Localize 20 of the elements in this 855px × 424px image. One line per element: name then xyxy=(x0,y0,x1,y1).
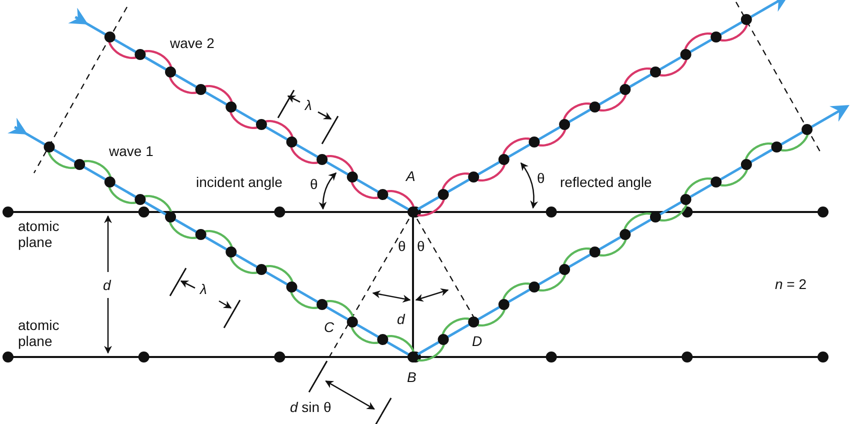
label-text: D xyxy=(472,333,482,349)
label-text: n = 2 xyxy=(775,276,807,292)
label-text: B xyxy=(407,369,416,385)
label-text: C xyxy=(324,319,334,335)
label-text: λ xyxy=(200,281,207,297)
label-text: θ xyxy=(398,238,406,254)
label-text: atomic plane xyxy=(18,218,60,250)
label-text: d xyxy=(103,277,111,293)
label-text: wave 2 xyxy=(170,35,214,51)
label-text: reflected angle xyxy=(560,174,652,190)
label-text: θ xyxy=(417,238,425,254)
label-text: d xyxy=(397,311,405,327)
label-text: incident angle xyxy=(196,174,282,190)
label-text: λ xyxy=(305,97,312,113)
label-text: atomic plane xyxy=(18,317,60,349)
label-text: wave 1 xyxy=(109,143,154,159)
label-text: d sin θ xyxy=(290,399,332,415)
label-text: θ xyxy=(537,170,545,186)
label-text: θ xyxy=(310,176,318,192)
label-text: A xyxy=(406,168,416,184)
